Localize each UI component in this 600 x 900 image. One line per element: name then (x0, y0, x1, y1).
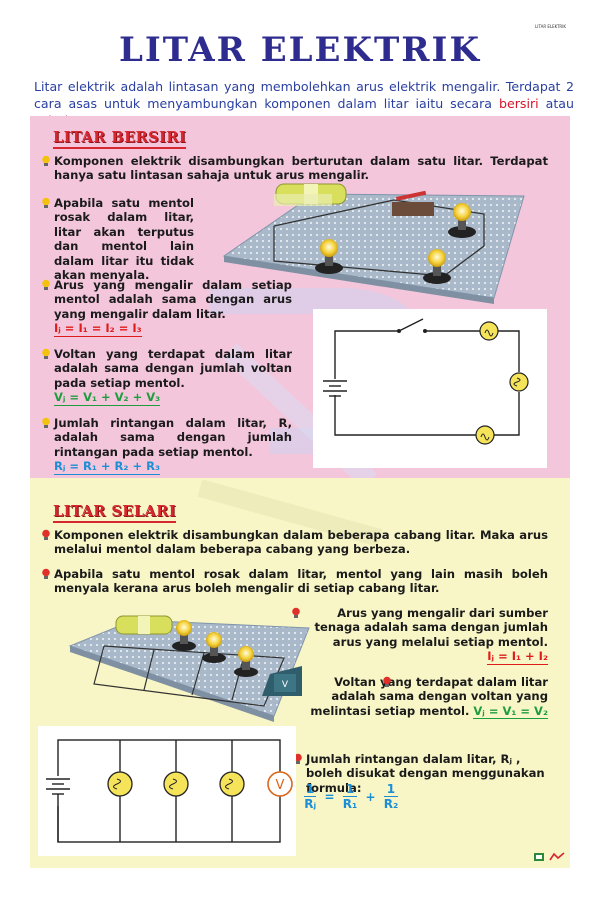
series-item-2-text: Apabila satu mentol rosak dalam litar, l… (54, 196, 194, 283)
voltmeter-device-icon: V (262, 666, 302, 696)
series-section: LITAR BERSIRI Komponen elektrik disambun… (30, 116, 570, 489)
series-item-5: Jumlah rintangan dalam litar, R, adalah … (42, 416, 292, 475)
voltmeter-symbol-icon: V (267, 771, 293, 797)
intro-text: Litar elektrik adalah lintasan yang memb… (34, 79, 574, 111)
series-item-4-text: Voltan yang terdapat dalam litar adalah … (54, 347, 292, 390)
bulb-symbol-icon (479, 321, 499, 341)
parallel-section: LITAR SELARI Komponen elektrik disambung… (30, 478, 570, 868)
intro-paragraph: Litar elektrik adalah lintasan yang memb… (34, 78, 574, 129)
light-bulb-yellow-icon (42, 417, 50, 428)
series-schematic (313, 309, 547, 468)
voltmeter-symbol-label: V (276, 778, 285, 793)
frac-num-3: 1 (383, 782, 399, 797)
parallel-schematic: V (38, 726, 296, 856)
light-bulb-red-icon (383, 676, 391, 687)
series-formula-current: Iⱼ = I₁ = I₂ = I₃ (54, 321, 142, 337)
series-item-3: Arus yang mengalir dalam setiap mentol a… (42, 278, 292, 337)
series-item-3-text: Arus yang mengalir dalam setiap mentol a… (54, 278, 292, 321)
series-item-4: Voltan yang terdapat dalam litar adalah … (42, 347, 292, 406)
light-bulb-yellow-icon (42, 197, 50, 208)
frac-den-2: R₁ (342, 797, 358, 811)
frac-num-2: 1 (342, 782, 358, 797)
light-bulb-yellow-icon (42, 279, 50, 290)
intro-bersiri: bersiri (498, 96, 539, 111)
parallel-item-4: Voltan yang terdapat dalam litar adalah … (296, 675, 548, 720)
parallel-item-5-text: Jumlah rintangan dalam litar, Rⱼ , boleh… (306, 752, 545, 795)
frac-den-1: Rⱼ (304, 797, 317, 811)
series-item-1: Komponen elektrik disambungkan berturuta… (42, 154, 548, 183)
series-formula-resistance: Rⱼ = R₁ + R₂ + R₃ (54, 459, 160, 475)
bulb-symbol-icon (107, 771, 133, 797)
poster-code: LITAR ELEKTRIK (535, 24, 566, 29)
frac-num-1: 1 (304, 782, 317, 797)
frac-den-3: R₂ (383, 797, 399, 811)
series-item-5-text: Jumlah rintangan dalam litar, R, adalah … (54, 416, 292, 459)
publisher-logo-icon (534, 852, 565, 861)
intro-atau: atau (538, 96, 574, 111)
parallel-board-illustration: V (68, 615, 310, 722)
frac-equals: = (324, 789, 335, 804)
parallel-formula-voltage: Vⱼ = V₁ = V₂ (473, 703, 548, 720)
bulb-symbol-icon (475, 425, 495, 445)
parallel-item-3-text: Arus yang mengalir dari sumber tenaga ad… (314, 606, 548, 649)
parallel-formula-current: Iⱼ = I₁ + I₂ (487, 649, 548, 665)
series-title: LITAR BERSIRI (53, 129, 187, 149)
parallel-item-2-text: Apabila satu mentol rosak dalam litar, m… (54, 567, 548, 596)
light-bulb-red-icon (292, 607, 300, 618)
parallel-formula-resistance: 1 Rⱼ = 1 R₁ + 1 R₂ (304, 782, 399, 811)
parallel-item-2: Apabila satu mentol rosak dalam litar, m… (42, 567, 548, 596)
page-title: LITAR ELEKTRIK (118, 30, 482, 70)
frac-plus: + (365, 789, 376, 804)
parallel-item-3: Arus yang mengalir dari sumber tenaga ad… (292, 606, 548, 665)
bulb-symbol-icon (509, 372, 529, 392)
series-board-illustration (222, 183, 525, 304)
watermark-graphic (197, 479, 383, 547)
parallel-title: LITAR SELARI (53, 503, 177, 523)
bulb-symbol-icon (163, 771, 189, 797)
series-item-1-text: Komponen elektrik disambungkan berturuta… (54, 154, 548, 183)
light-bulb-yellow-icon (42, 348, 50, 359)
bulb-symbol-icon (219, 771, 245, 797)
parallel-item-1: Komponen elektrik disambungkan dalam beb… (42, 528, 548, 557)
light-bulb-red-icon (294, 753, 302, 764)
light-bulb-red-icon (42, 568, 50, 579)
light-bulb-yellow-icon (42, 155, 50, 166)
light-bulb-red-icon (42, 529, 50, 540)
series-formula-voltage: Vⱼ = V₁ + V₂ + V₃ (54, 390, 161, 406)
parallel-item-1-text: Komponen elektrik disambungkan dalam beb… (54, 528, 548, 557)
parallel-item-5: Jumlah rintangan dalam litar, Rⱼ , boleh… (294, 752, 548, 795)
series-item-2: Apabila satu mentol rosak dalam litar, l… (42, 196, 194, 283)
voltmeter-device-label: V (282, 680, 289, 690)
